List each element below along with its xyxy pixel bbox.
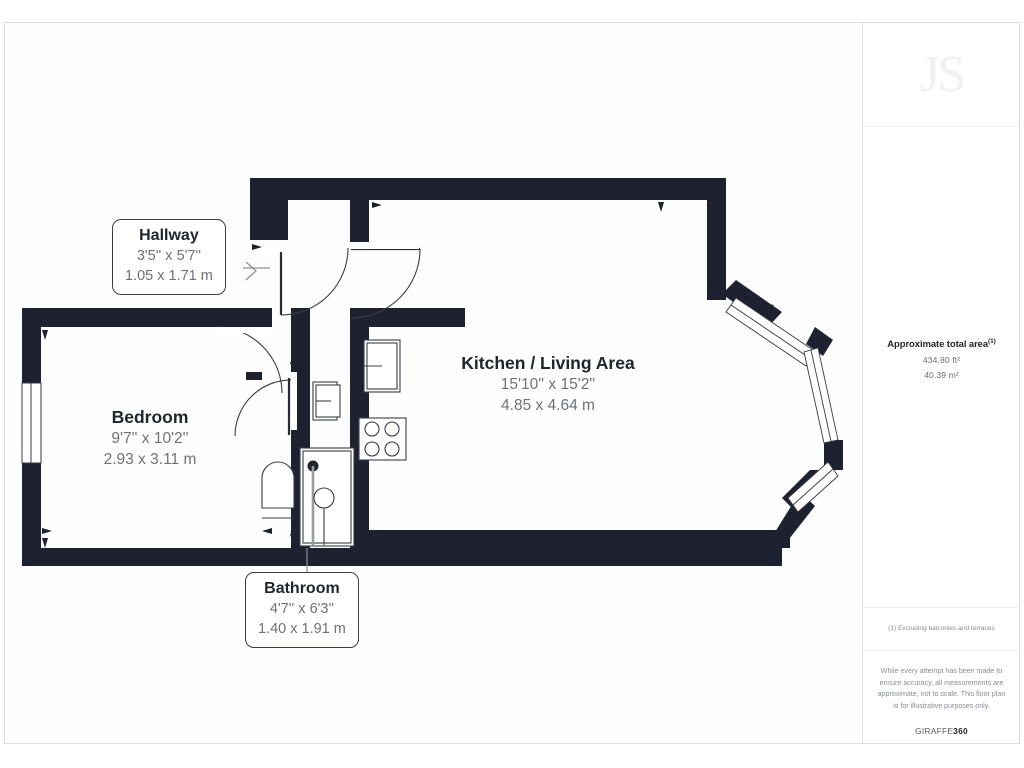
hallway-upper-left-block [250, 178, 288, 240]
hallway-leader-arrowhead [245, 261, 257, 281]
kitchen-opening [351, 242, 419, 249]
bathroom-fixtures [261, 381, 355, 547]
dim-arrow-kitchen-right [706, 202, 716, 208]
total-area-title: Approximate total area(1) [863, 338, 1020, 350]
kitchen-door-arc [350, 248, 421, 319]
logo-cell: JS [863, 23, 1020, 127]
bay-window-lower-mullion [792, 468, 834, 506]
dim-arrow-bathroom-top [290, 362, 296, 372]
bedroom-opening [216, 327, 272, 333]
bay-upper-vertical-wall [707, 178, 726, 300]
dim-arrow-bathroom-bottom [290, 534, 296, 544]
bottom-wall-step [369, 530, 640, 548]
total-area-imperial: 434.80 ft² [922, 355, 961, 366]
bathroom-door-arc [234, 379, 292, 437]
giraffe360-brand: GIRAFFE360 [877, 726, 1006, 736]
hallway-door-arc [280, 247, 349, 316]
bathroom-basin-inner [315, 384, 341, 418]
footnote-cell: (1) Excluding balconies and terraces [863, 607, 1020, 651]
room-callout-hallway[interactable]: Hallway 3'5'' x 5'7'' 1.05 x 1.71 m [112, 219, 226, 295]
bathroom-opening [291, 372, 297, 430]
bay-corner-mid-upper [806, 327, 833, 356]
kitchen-left-wall [350, 200, 369, 242]
door-openings [216, 242, 419, 430]
dimension-markers [42, 202, 716, 548]
bay-windows [725, 297, 839, 513]
brand-suffix: 360 [953, 725, 968, 736]
footnote-text: (1) Excluding balconies and terraces [888, 625, 995, 633]
disclaimer-text: While every attempt has been made to ens… [877, 667, 1006, 711]
disclaimer-cell: While every attempt has been made to ens… [863, 666, 1020, 736]
callout-leaders [243, 267, 308, 572]
floor-plan-drawing [21, 178, 843, 572]
brand-prefix: GIRAFFE [915, 725, 954, 736]
hob-burner-3 [364, 441, 380, 457]
dim-arrow-kitchen-top [658, 202, 664, 212]
hob-burner-4 [384, 441, 400, 457]
room-dim-metric-hallway: 1.05 x 1.71 m [125, 267, 213, 284]
room-dim-imperial-hallway: 3'5'' x 5'7'' [136, 248, 202, 264]
hob-burner-2 [384, 421, 400, 437]
total-area-footnote-marker: (1) [988, 338, 996, 345]
dim-arrow-hallway-left [252, 244, 262, 250]
room-dim-metric-bathroom: 1.40 x 1.91 m [258, 620, 346, 637]
dim-arrow-bedroom-top [42, 330, 48, 340]
bathtub-drain [313, 487, 335, 509]
js-monogram-logo: JS [919, 45, 966, 103]
bedroom-wall-left-upper [22, 308, 41, 383]
bay-angled-wall-a [722, 280, 782, 327]
room-callout-bathroom[interactable]: Bathroom 4'7'' x 6'3'' 1.40 x 1.91 m [245, 572, 359, 648]
info-panel: JS Approximate total area(1) 434.80 ft² … [862, 23, 1020, 743]
bay-bottom-wall [660, 530, 790, 548]
top-wall [250, 178, 726, 240]
kitchen-hob [358, 417, 407, 461]
bathroom-left-wall-upper [246, 372, 262, 380]
total-area-metric: 40.39 m² [924, 370, 959, 381]
hob-burner-1 [364, 421, 380, 437]
kitchen-upper-divider [350, 308, 465, 327]
bay-window-upper-mullion [730, 304, 812, 360]
dim-arrow-bedroom-bottom [42, 538, 48, 548]
dim-arrow-bedroom-left [42, 528, 52, 534]
kitchen-fixtures [358, 339, 407, 461]
document-frame [4, 22, 1020, 744]
total-area-title-text: Approximate total area [887, 339, 989, 351]
room-name-hallway: Hallway [139, 227, 199, 244]
bottom-wall-right-step [640, 530, 660, 548]
hallway-bedroom-wall [216, 308, 272, 327]
dim-arrow-bathroom-right [262, 528, 272, 534]
bathroom-toilet [261, 461, 295, 509]
hallway-opening [252, 246, 288, 252]
bedroom-wall-left-lower [22, 463, 41, 566]
bedroom-outer-walls [22, 308, 270, 566]
dim-arrow-kitchen-left [372, 202, 382, 208]
dim-arrow-kitchen-bottom [658, 530, 664, 540]
bedroom-window [21, 382, 42, 464]
bottom-wall [22, 548, 270, 566]
bay-window-middle-mullion [810, 349, 832, 442]
bottom-wall-main [270, 548, 782, 566]
callout-leader-arrows [245, 261, 257, 281]
room-dim-imperial-bathroom: 4'7'' x 6'3'' [269, 601, 335, 617]
floor-plan-canvas[interactable]: Hallway 3'5'' x 5'7'' 1.05 x 1.71 m Bedr… [0, 0, 862, 766]
room-name-bathroom: Bathroom [264, 580, 340, 597]
total-area-block: Approximate total area(1) 434.80 ft² 40.… [863, 338, 1020, 380]
